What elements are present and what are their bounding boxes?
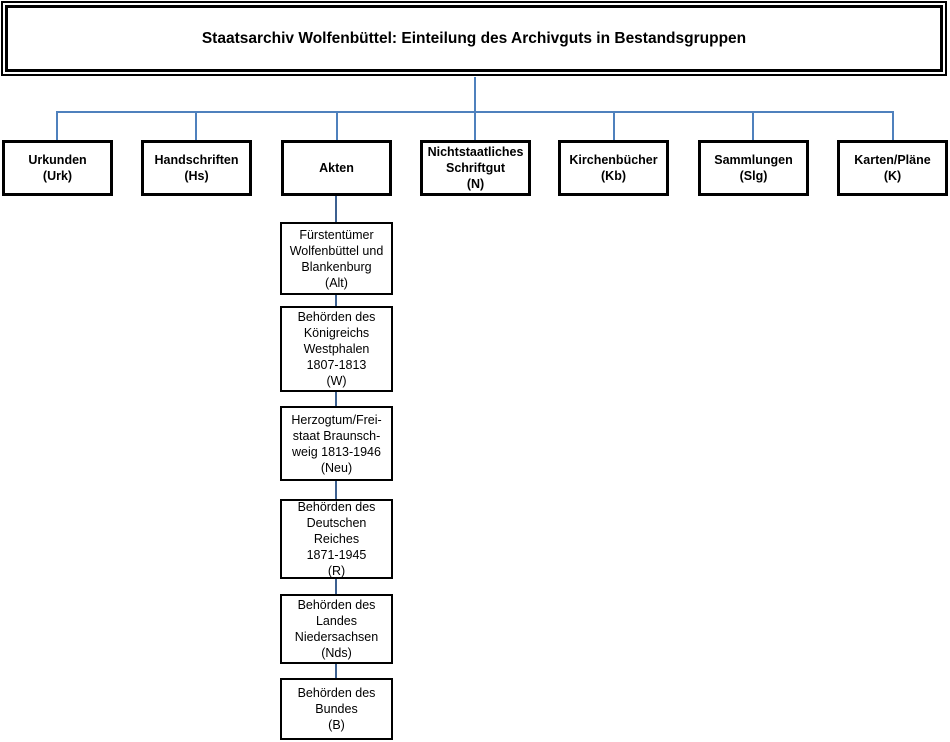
node-label: Fürstentümer Wolfenbüttel und Blankenbur… (289, 227, 384, 290)
node-label: Akten (319, 161, 354, 175)
node-nichtstaatliches-schriftgut: Nichtstaatliches Schriftgut (N) (420, 140, 531, 196)
title-box-inner: Staatsarchiv Wolfenbüttel: Einteilung de… (5, 5, 943, 72)
node-label: Behörden des Bundes (B) (297, 686, 376, 732)
node-kirchenbuecher: Kirchenbücher (Kb) (558, 140, 669, 196)
node-handschriften: Handschriften (Hs) (141, 140, 252, 196)
node-label: Kirchenbücher (Kb) (569, 153, 658, 183)
node-alt: Fürstentümer Wolfenbüttel und Blankenbur… (280, 222, 393, 295)
connector-stub-urkunden (56, 112, 58, 140)
node-sammlungen: Sammlungen (Slg) (698, 140, 809, 196)
node-b: Behörden des Bundes (B) (280, 678, 393, 740)
connector-r-to-nds (335, 579, 337, 594)
diagram-title: Staatsarchiv Wolfenbüttel: Einteilung de… (201, 29, 747, 47)
node-label: Sammlungen (Slg) (714, 153, 793, 183)
connector-stub-karten-plaene (892, 112, 894, 140)
connector-akten-to-alt (335, 196, 337, 222)
node-label: Behörden des Landes Niedersachsen (Nds) (294, 598, 379, 660)
connector-nds-to-b (335, 664, 337, 678)
node-label: Handschriften (Hs) (154, 153, 239, 183)
connector-stub-sammlungen (752, 112, 754, 140)
connector-w-to-neu (335, 392, 337, 406)
connector-stub-akten (336, 112, 338, 140)
title-box: Staatsarchiv Wolfenbüttel: Einteilung de… (1, 1, 947, 76)
node-akten: Akten (281, 140, 392, 196)
node-nds: Behörden des Landes Niedersachsen (Nds) (280, 594, 393, 664)
node-label: Karten/Pläne (K) (854, 153, 931, 183)
connector-horizontal-rail (56, 111, 894, 113)
node-neu: Herzogtum/Frei- staat Braunsch- weig 181… (280, 406, 393, 481)
node-w: Behörden des Königreichs Westphalen 1807… (280, 306, 393, 392)
connector-neu-to-r (335, 481, 337, 499)
node-label: Nichtstaatliches Schriftgut (N) (427, 145, 524, 191)
node-label: Behörden des Deutschen Reiches 1871-1945… (297, 500, 376, 578)
connector-stub-kirchenbuecher (613, 112, 615, 140)
node-r: Behörden des Deutschen Reiches 1871-1945… (280, 499, 393, 579)
node-urkunden: Urkunden (Urk) (2, 140, 113, 196)
node-karten-plaene: Karten/Pläne (K) (837, 140, 948, 196)
connector-stub-handschriften (195, 112, 197, 140)
node-label: Urkunden (Urk) (28, 153, 87, 183)
connector-title-drop (474, 77, 476, 140)
node-label: Herzogtum/Frei- staat Braunsch- weig 181… (291, 412, 382, 475)
connector-alt-to-w (335, 295, 337, 306)
node-label: Behörden des Königreichs Westphalen 1807… (297, 310, 376, 388)
